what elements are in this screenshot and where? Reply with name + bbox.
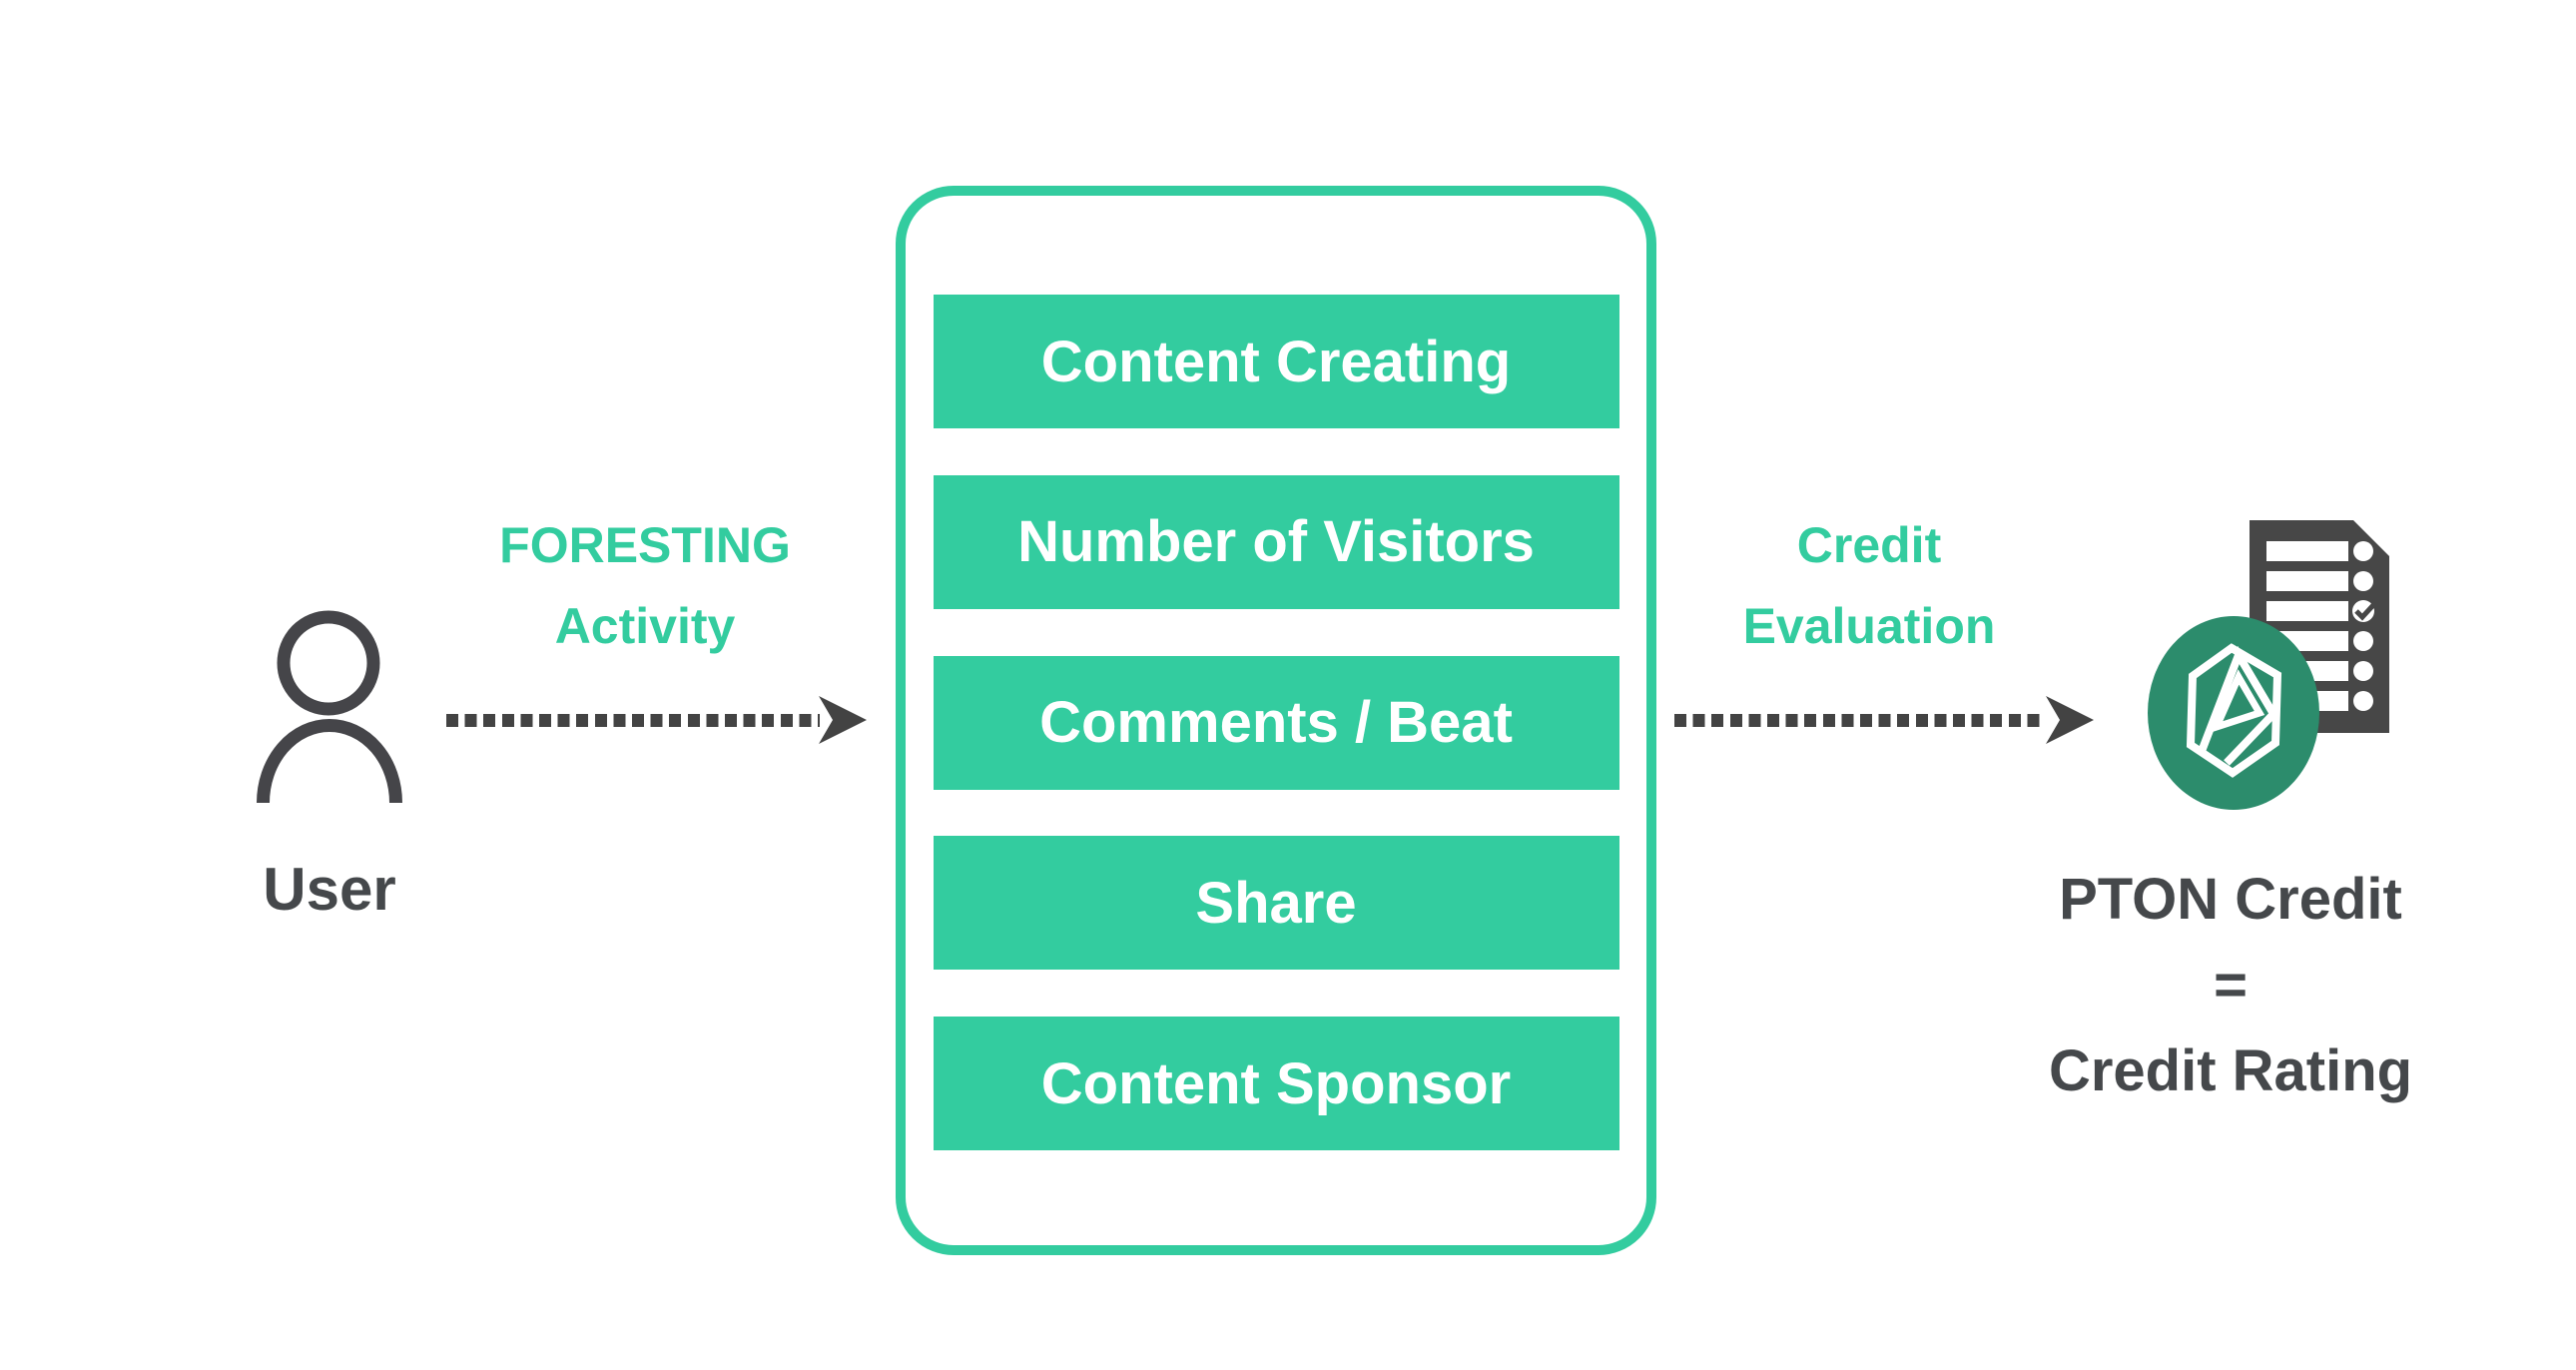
credit-evaluation-line2: Evaluation (1742, 598, 1996, 654)
foresting-activity-line2: Activity (554, 598, 736, 654)
foresting-activity-line1: FORESTING (499, 517, 791, 573)
credit-evaluation-label: Credit Evaluation (1669, 505, 2069, 667)
arrowhead-icon-left (819, 696, 867, 744)
foresting-activity-label: FORESTING Activity (445, 505, 845, 667)
panel-item-number-of-visitors: Number of Visitors (933, 474, 1619, 609)
credit-evaluation-line1: Credit (1796, 517, 1942, 573)
result-line1: PTON Credit (2059, 867, 2402, 932)
panel-item-content-creating: Content Creating (933, 295, 1619, 428)
activity-panel: Content Creating Number of Visitors Comm… (896, 186, 1656, 1255)
user-icon (250, 595, 409, 807)
arrowhead-icon-right (2046, 696, 2094, 744)
pton-credit-result-label: PTON Credit = Credit Rating (2001, 857, 2460, 1114)
pton-hexagon-logo-icon (2147, 615, 2320, 811)
panel-item-content-sponsor: Content Sponsor (933, 1017, 1619, 1150)
user-label: User (263, 856, 396, 923)
dotted-arrow-line-left (446, 714, 820, 727)
result-line3: Credit Rating (2048, 1038, 2413, 1103)
panel-item-comments-beat: Comments / Beat (933, 655, 1619, 790)
panel-item-share: Share (933, 836, 1619, 971)
dotted-arrow-line-right (1674, 714, 2046, 727)
result-equals: = (2214, 953, 2248, 1018)
